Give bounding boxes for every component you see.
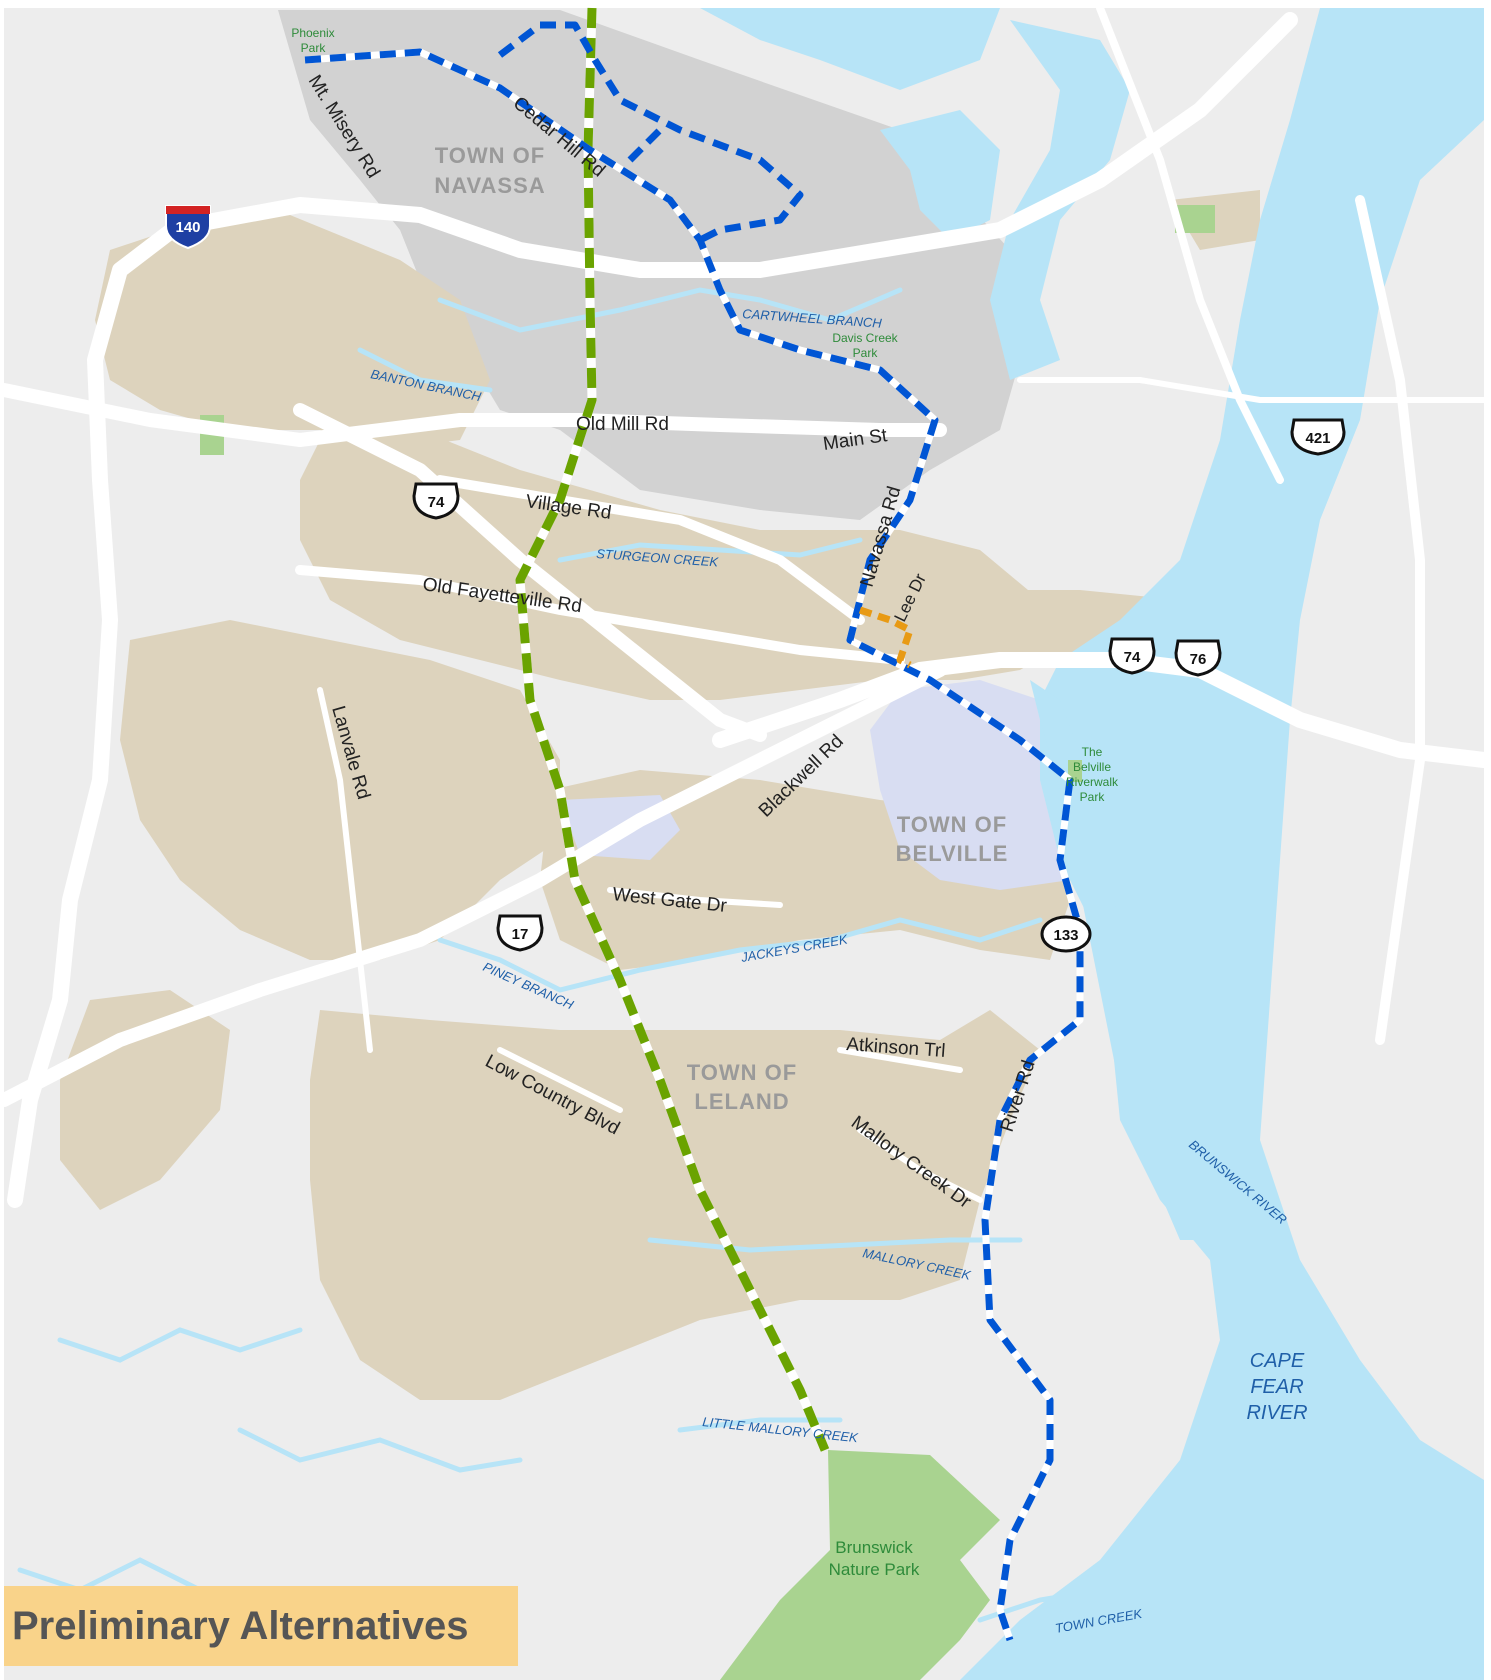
town-navassa-line2: NAVASSA (434, 173, 545, 198)
water-label-cape-fear-2: FEAR (1250, 1376, 1303, 1398)
shield-us76-label: 76 (1190, 651, 1207, 668)
town-leland-line2: LELAND (694, 1089, 789, 1114)
park-label-brunswick-2: Nature Park (829, 1560, 920, 1579)
shield-nc133-label: 133 (1053, 927, 1078, 944)
route-shields: 140 74 74 76 421 17 133 (165, 205, 1346, 953)
shield-us17-label: 17 (512, 926, 529, 943)
town-belville-line2: BELVILLE (896, 841, 1009, 866)
park-label-riverwalk-4: Park (1080, 790, 1106, 804)
town-labels: TOWN OF NAVASSA TOWN OF BELVILLE TOWN OF… (434, 143, 1009, 1114)
blue-alternative-loop (497, 21, 804, 244)
us-route-shield-icon: 74 (1108, 637, 1156, 675)
shield-us74-west-label: 74 (428, 494, 445, 511)
map-title: Preliminary Alternatives (12, 1603, 469, 1648)
interstate-shield-icon: 140 (165, 205, 211, 250)
shield-us74-east-label: 74 (1124, 649, 1141, 666)
park-label-riverwalk-1: The (1082, 745, 1103, 759)
park-label-phoenix-1: Phoenix (291, 26, 334, 40)
town-belville-line1: TOWN OF (897, 812, 1007, 837)
creeks (17, 287, 1103, 1623)
park-label-riverwalk-2: Belville (1073, 760, 1111, 774)
belville-area (870, 680, 1090, 890)
park-label-davis-2: Park (853, 346, 879, 360)
state-route-shield-icon: 133 (1040, 915, 1092, 953)
town-leland-line1: TOWN OF (687, 1060, 797, 1085)
shield-us421-label: 421 (1305, 430, 1330, 447)
us-route-shield-icon: 74 (412, 482, 460, 520)
road-label-old-mill: Old Mill Rd (576, 414, 669, 435)
shield-i140-label: 140 (175, 219, 200, 236)
alternative-routes (304, 7, 1084, 1642)
orange-alternative (858, 606, 914, 669)
title-banner: Preliminary Alternatives (4, 1586, 518, 1666)
green-alternative-dash (515, 7, 830, 1452)
roads (0, 4, 1491, 1208)
park-label-davis-1: Davis Creek (832, 331, 898, 345)
us-route-shield-icon: 76 (1174, 639, 1222, 677)
blue-alternative-spur (627, 127, 663, 163)
park-labels: Phoenix Park Davis Creek Park The Belvil… (291, 26, 1119, 1579)
water-label-cape-fear-3: RIVER (1246, 1402, 1307, 1424)
us-route-shield-icon: 421 (1290, 418, 1346, 456)
park-label-brunswick-1: Brunswick (835, 1538, 913, 1557)
water-label-cape-fear-1: CAPE (1250, 1350, 1305, 1372)
park-label-phoenix-2: Park (301, 41, 327, 55)
town-navassa-line1: TOWN OF (435, 143, 545, 168)
us-route-shield-icon: 17 (496, 914, 544, 952)
park-label-riverwalk-3: Riverwalk (1066, 775, 1119, 789)
blue-alternative-dash (304, 48, 1084, 1642)
